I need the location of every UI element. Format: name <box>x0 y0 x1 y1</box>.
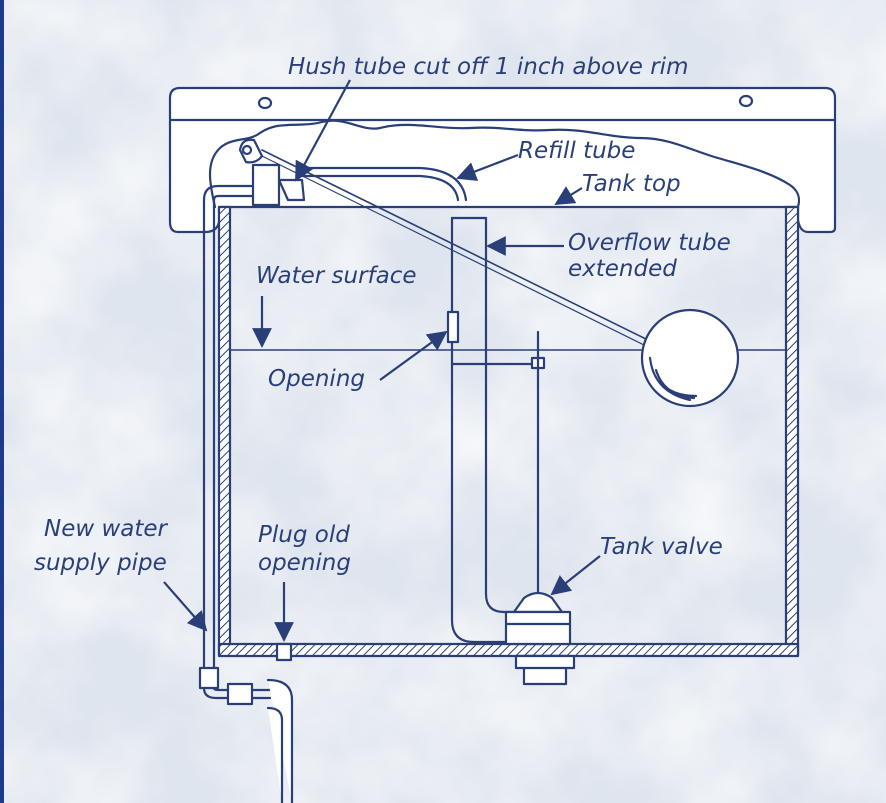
supply-elbow-down <box>266 678 294 803</box>
supply-union <box>226 682 254 706</box>
refill-tube <box>300 166 468 202</box>
tank-valve-ball <box>512 591 564 614</box>
label-water-surface: Water surface <box>256 263 417 289</box>
float-ball <box>640 308 740 408</box>
left-border <box>0 0 4 803</box>
supply-pipe <box>202 198 216 670</box>
lid-hole-left <box>257 96 273 110</box>
arrow-opening <box>379 330 448 381</box>
tank-wall-left <box>217 205 232 657</box>
ballcock-pivot <box>241 144 253 156</box>
label-overflow-tube-2: extended <box>568 256 677 282</box>
label-refill-tube: Refill tube <box>518 138 635 164</box>
label-tank-top: Tank top <box>582 171 681 197</box>
arrow-tank-top <box>554 186 583 206</box>
overflow-tube <box>450 216 542 644</box>
flush-outlet-nut <box>514 654 576 670</box>
supply-elbow-top <box>202 184 254 202</box>
label-new-water-1: New water <box>44 516 169 542</box>
float-ball-shading <box>648 356 698 402</box>
hush-tube <box>277 178 306 202</box>
float-rod <box>261 149 649 341</box>
tank-wall-right <box>784 205 800 657</box>
label-tank-valve: Tank valve <box>600 534 723 560</box>
lid-hole-right <box>738 94 754 108</box>
label-opening: Opening <box>268 366 365 392</box>
label-plug-1: Plug old <box>258 522 350 548</box>
label-new-water-2: supply pipe <box>34 550 167 576</box>
label-hush-tube: Hush tube cut off 1 inch above rim <box>288 54 688 80</box>
arrow-refill-tube <box>456 153 519 181</box>
plug <box>275 642 293 662</box>
supply-coupling <box>198 666 220 690</box>
ballcock-body <box>251 163 281 207</box>
arrow-hush-tube <box>295 79 351 182</box>
label-overflow-tube-1: Overflow tube <box>568 230 731 256</box>
valve-seat <box>504 610 572 646</box>
lid-cutaway-edge <box>208 119 801 209</box>
supply-elbow-bottom <box>202 686 272 700</box>
float-rod-2 <box>261 155 647 347</box>
overflow-opening <box>446 310 460 344</box>
label-plug-2: opening <box>258 550 351 576</box>
arrow-new-water <box>163 581 208 632</box>
arrow-tank-valve <box>550 555 601 596</box>
tank-floor <box>217 642 800 658</box>
